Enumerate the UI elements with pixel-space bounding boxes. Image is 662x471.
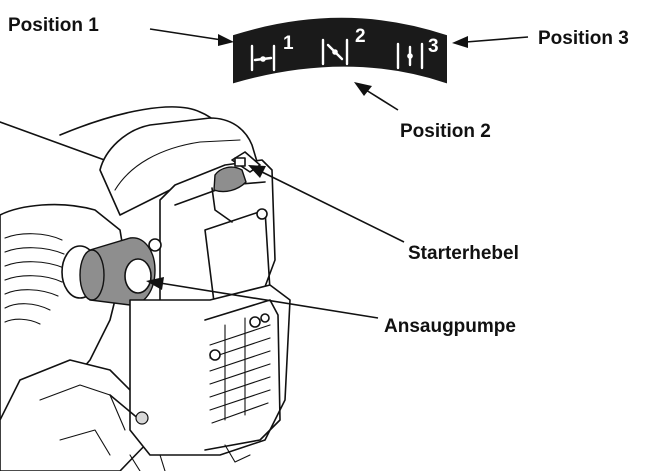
lower-left-detail-2 — [59, 429, 111, 456]
base-foot — [224, 444, 251, 463]
arrow-position-1 — [149, 28, 223, 41]
arrow-primer-pump — [159, 282, 379, 319]
choke-open-icon — [396, 42, 424, 70]
callout-labels: Position 1 Position 3 Position 2 Starter… — [8, 15, 629, 337]
left-housing-vents — [4, 233, 65, 325]
arrow-primer-pump-head — [146, 277, 164, 290]
engine-illustration — [0, 106, 291, 471]
starter-lever-tip — [234, 157, 246, 167]
arrow-starter-lever — [261, 171, 405, 243]
arrow-position-2 — [365, 89, 399, 111]
starter-lever-handle — [213, 166, 247, 193]
bottom-rod — [109, 394, 141, 421]
label-starter-lever: Starterhebel — [408, 243, 519, 264]
handle-upper-line — [0, 121, 111, 163]
housing-screw — [256, 208, 268, 220]
badge-number-2: 2 — [355, 26, 366, 47]
handle-body-edge — [114, 139, 241, 191]
arrow-position-3-head — [452, 36, 468, 48]
starter-lever-stem — [211, 187, 233, 223]
lower-left-detail — [39, 384, 126, 431]
engine-vent-slots — [209, 317, 271, 424]
arrow-position-1-head — [218, 34, 234, 46]
choke-closed-icon — [250, 44, 276, 72]
choke-half-icon — [321, 38, 349, 66]
label-position-1: Position 1 — [8, 15, 99, 36]
lower-engine-body — [129, 284, 291, 456]
base-legs — [129, 454, 166, 471]
primer-pump-rim — [79, 249, 105, 301]
label-primer-pump: Ansaugpumpe — [384, 316, 516, 337]
lower-engine-front-face — [204, 299, 281, 451]
pump-screw — [148, 238, 162, 252]
bottom-bolt — [135, 411, 149, 425]
badge-number-1: 1 — [283, 33, 294, 54]
arrow-position-2-head — [354, 82, 372, 96]
label-position-2: Position 2 — [400, 121, 491, 142]
engine-vent-circles — [209, 313, 270, 361]
primer-pump-bulb — [124, 258, 152, 294]
label-position-3: Position 3 — [538, 28, 629, 49]
callout-arrows — [146, 28, 529, 319]
arrow-starter-lever-head — [248, 165, 266, 178]
arrow-position-3 — [465, 36, 529, 43]
badge-background — [233, 17, 447, 84]
badge-number-3: 3 — [428, 36, 439, 57]
choke-position-badge: 1 2 3 — [233, 17, 447, 84]
